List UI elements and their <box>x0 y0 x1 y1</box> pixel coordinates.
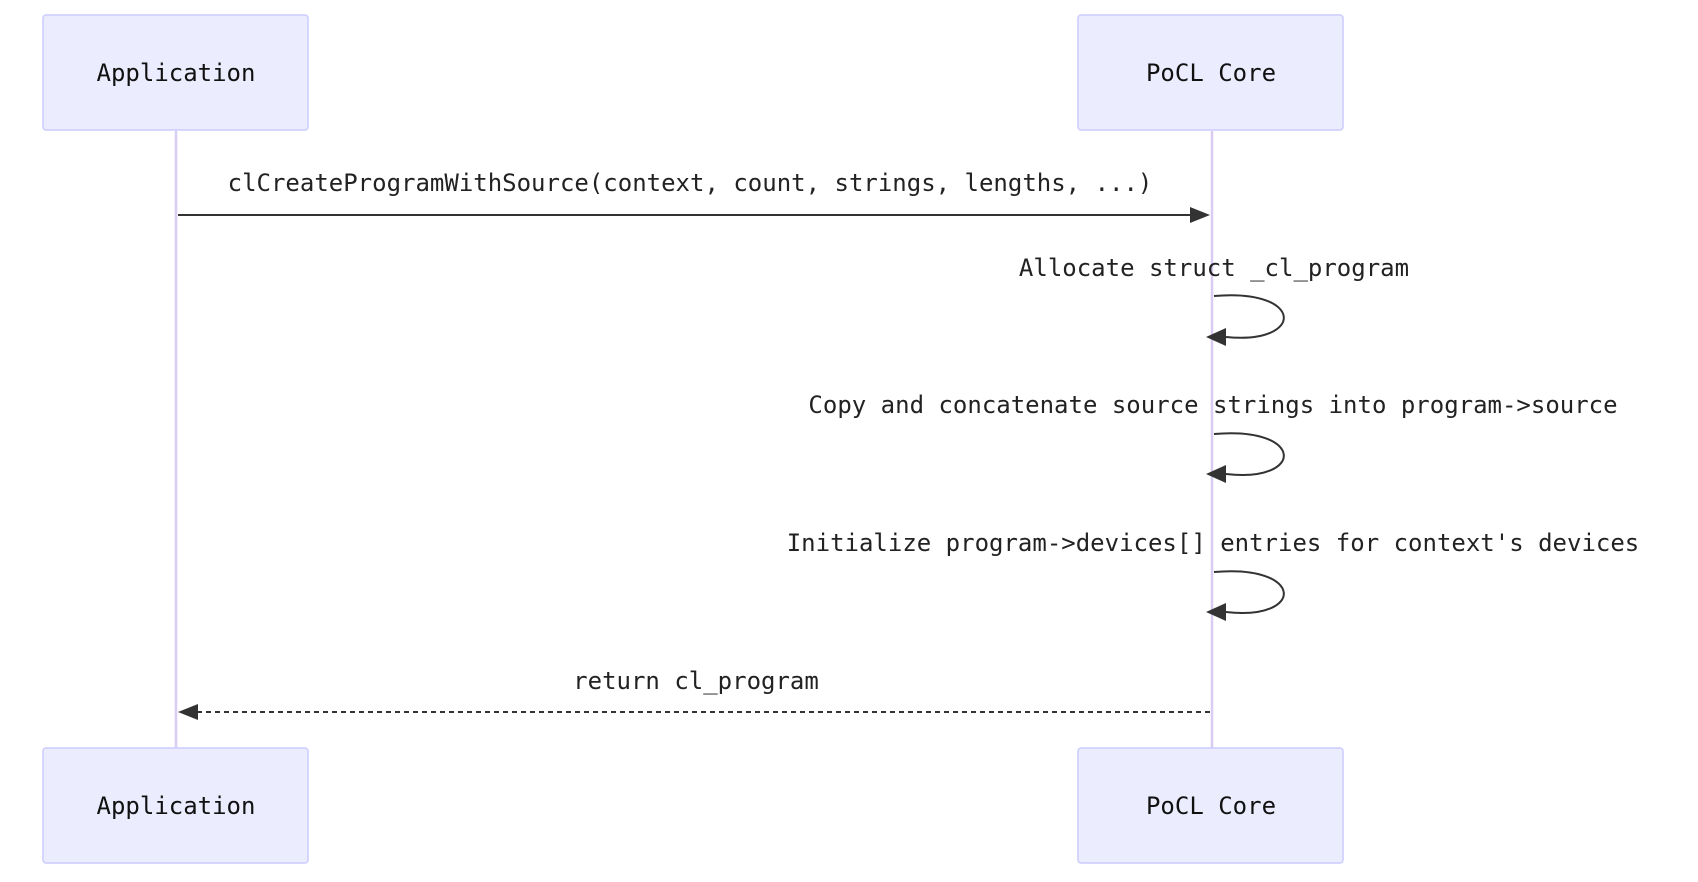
actor-application-top-label: Application <box>97 59 256 87</box>
message-create-program: clCreateProgramWithSource(context, count… <box>178 169 1210 223</box>
message-init-devices: Initialize program->devices[] entries fo… <box>787 529 1640 621</box>
message-init-devices-loop <box>1213 570 1285 614</box>
message-return-program-arrowhead <box>178 704 198 720</box>
message-allocate-struct-arrowhead <box>1206 328 1226 346</box>
message-init-devices-label: Initialize program->devices[] entries fo… <box>787 529 1640 557</box>
message-create-program-arrowhead <box>1190 207 1210 223</box>
actor-application-bottom-label: Application <box>97 792 256 820</box>
actor-application-top: Application <box>42 14 309 131</box>
actor-pocl-core-bottom: PoCL Core <box>1077 747 1344 864</box>
actor-pocl-core-top-label: PoCL Core <box>1146 59 1276 87</box>
message-allocate-struct-loop <box>1213 294 1285 339</box>
actor-pocl-core-top: PoCL Core <box>1077 14 1344 131</box>
message-copy-source-label: Copy and concatenate source strings into… <box>808 391 1617 419</box>
message-return-program: return cl_program <box>178 667 1210 720</box>
message-return-program-label: return cl_program <box>573 667 819 695</box>
message-allocate-struct: Allocate struct _cl_program <box>1019 254 1409 346</box>
message-create-program-label: clCreateProgramWithSource(context, count… <box>228 169 1153 197</box>
message-init-devices-arrowhead <box>1206 603 1226 621</box>
message-copy-source-loop <box>1213 432 1285 476</box>
actor-pocl-core-bottom-label: PoCL Core <box>1146 792 1276 820</box>
message-copy-source: Copy and concatenate source strings into… <box>808 391 1618 483</box>
actor-application-bottom: Application <box>42 747 309 864</box>
message-allocate-struct-label: Allocate struct _cl_program <box>1019 254 1409 282</box>
message-copy-source-arrowhead <box>1206 465 1226 483</box>
